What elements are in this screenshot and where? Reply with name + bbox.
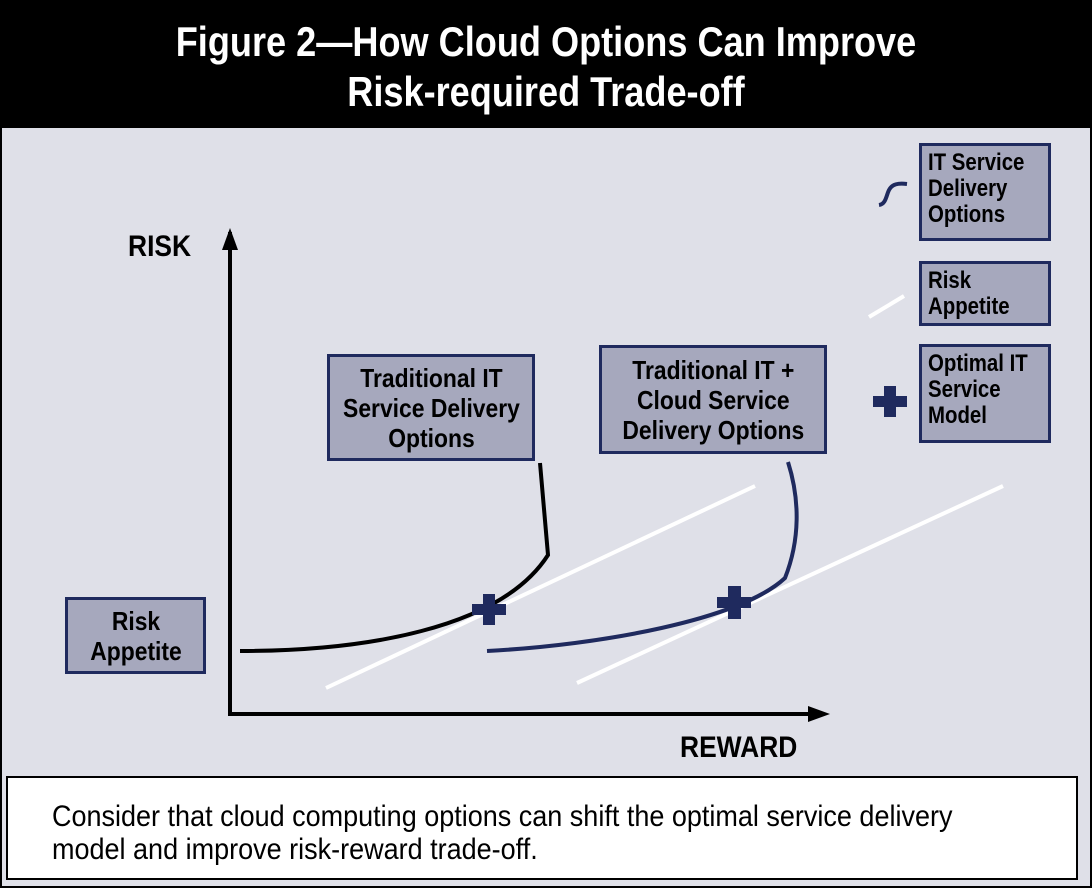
legend-text: Risk — [928, 267, 972, 294]
caption-line-1: Consider that cloud computing options ca… — [52, 800, 953, 833]
legend-text: Delivery — [928, 175, 1008, 202]
box-text: Delivery Options — [622, 414, 804, 445]
x-axis-label: REWARD — [680, 731, 798, 764]
figure-title: Figure 2—How Cloud Options Can Improve R… — [2, 2, 1090, 128]
legend-line-icon — [867, 294, 906, 319]
title-line-2: Risk-required Trade-off — [347, 68, 745, 115]
box-text: Cloud Service — [636, 384, 790, 415]
legend-curve-icon — [878, 181, 908, 207]
y-axis-arrow — [222, 228, 238, 250]
optimal-point-cloud — [717, 586, 751, 619]
cloud-options-curve — [486, 461, 799, 653]
box-text: Service Delivery — [342, 392, 520, 423]
legend-text: Service — [928, 376, 1001, 403]
risk-appetite-line-1 — [325, 484, 756, 690]
box-text: Options — [387, 422, 475, 453]
box-text: Risk — [111, 605, 160, 636]
legend-text: IT Service — [928, 149, 1025, 176]
legend-cross-icon — [873, 386, 907, 417]
risk-appetite-line-2 — [576, 484, 1004, 685]
box-text: Appetite — [89, 635, 182, 666]
traditional-options-curve — [239, 462, 551, 653]
y-axis-label: RISK — [128, 230, 192, 263]
optimal-point-traditional — [472, 594, 506, 625]
box-text: Traditional IT + — [631, 354, 795, 385]
legend-text: Appetite — [928, 293, 1010, 320]
caption: Consider that cloud computing options ca… — [6, 776, 1078, 880]
legend-text: Optimal IT — [928, 350, 1028, 377]
caption-line-2: model and improve risk-reward trade-off. — [52, 833, 538, 866]
x-axis-arrow — [808, 706, 830, 722]
title-line-1: Figure 2—How Cloud Options Can Improve — [175, 18, 917, 65]
legend-text: Model — [928, 402, 987, 429]
legend-text: Options — [928, 201, 1006, 228]
box-text: Traditional IT — [359, 362, 503, 393]
